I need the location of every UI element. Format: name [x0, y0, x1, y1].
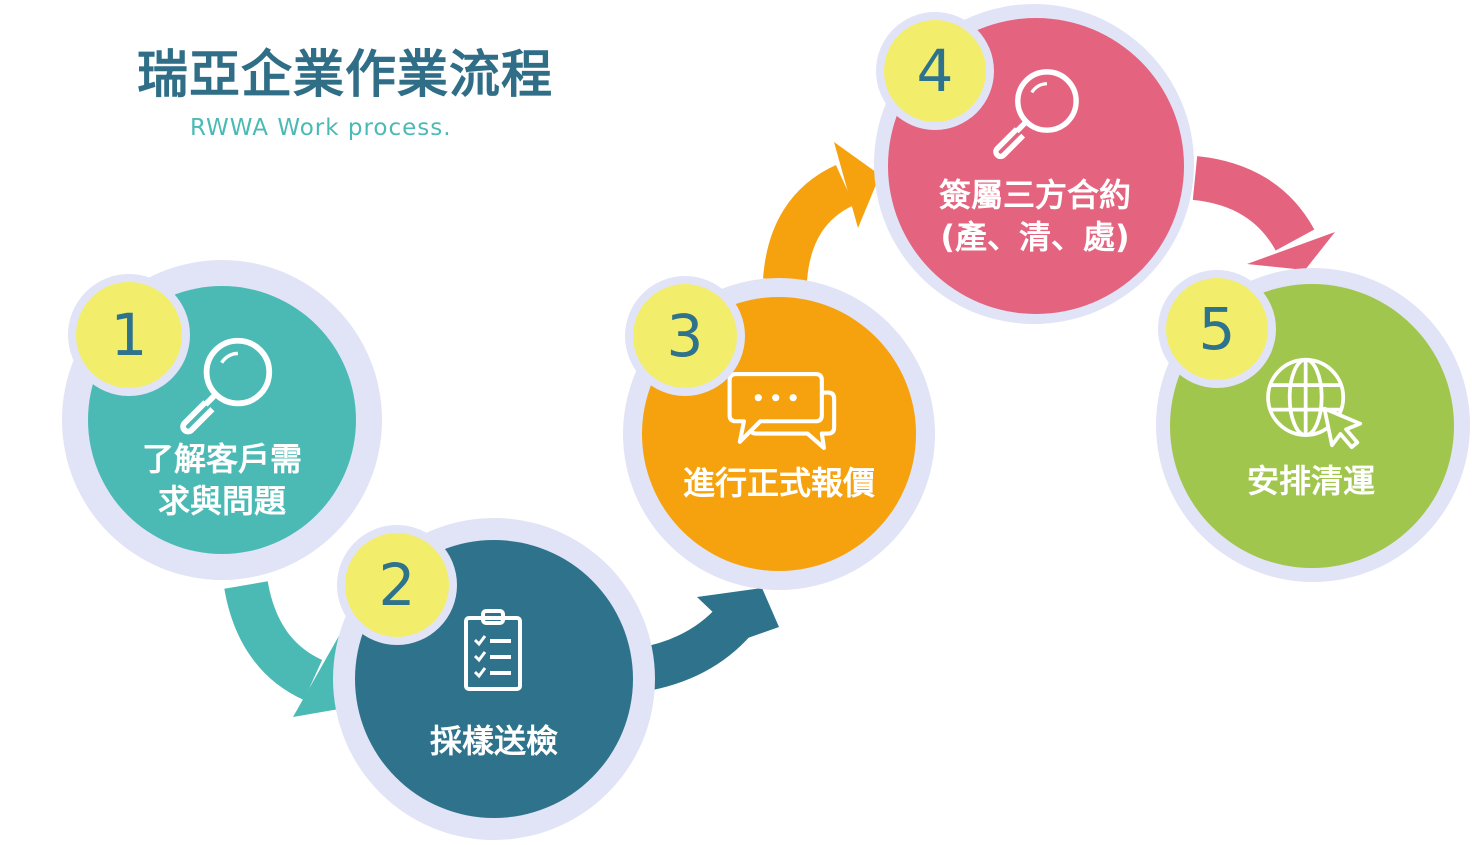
arrow-3-to-4	[763, 142, 880, 283]
step-label: 進行正式報價	[682, 464, 875, 502]
step-number-badge: 4	[884, 20, 986, 122]
step-label: 安排清運	[1246, 462, 1375, 500]
step-number-badge: 2	[345, 533, 449, 637]
step-4: 簽屬三方合約 (產、清、處) 4	[868, 4, 1202, 324]
step-label: 採樣送檢	[429, 722, 558, 760]
globe-cursor-icon	[1266, 357, 1363, 450]
step-number-badge: 3	[633, 284, 737, 388]
clipboard-checklist-icon	[464, 609, 522, 691]
chat-bubbles-icon	[727, 372, 837, 450]
step-2: 採樣送檢 2	[333, 518, 655, 840]
step-label: 簽屬三方合約 (產、清、處)	[938, 176, 1131, 256]
page-title: 瑞亞企業作業流程	[137, 46, 554, 105]
step-label: 了解客戶需 求與問題	[141, 440, 302, 520]
step-5: 安排清運 5	[1152, 268, 1470, 582]
magnifier-icon	[993, 69, 1079, 160]
page-subtitle: RWWA Work process.	[190, 115, 452, 141]
step-3: 進行正式報價 3	[623, 278, 935, 590]
arrow-1-to-2	[224, 580, 345, 717]
arrow-2-to-3	[635, 588, 779, 692]
step-1: 了解客戶需 求與問題 1	[62, 260, 382, 580]
magnifier-icon	[180, 337, 273, 435]
step-number-badge: 1	[76, 282, 182, 388]
step-number-badge: 5	[1166, 278, 1268, 380]
arrow-4-to-5	[1192, 156, 1335, 270]
